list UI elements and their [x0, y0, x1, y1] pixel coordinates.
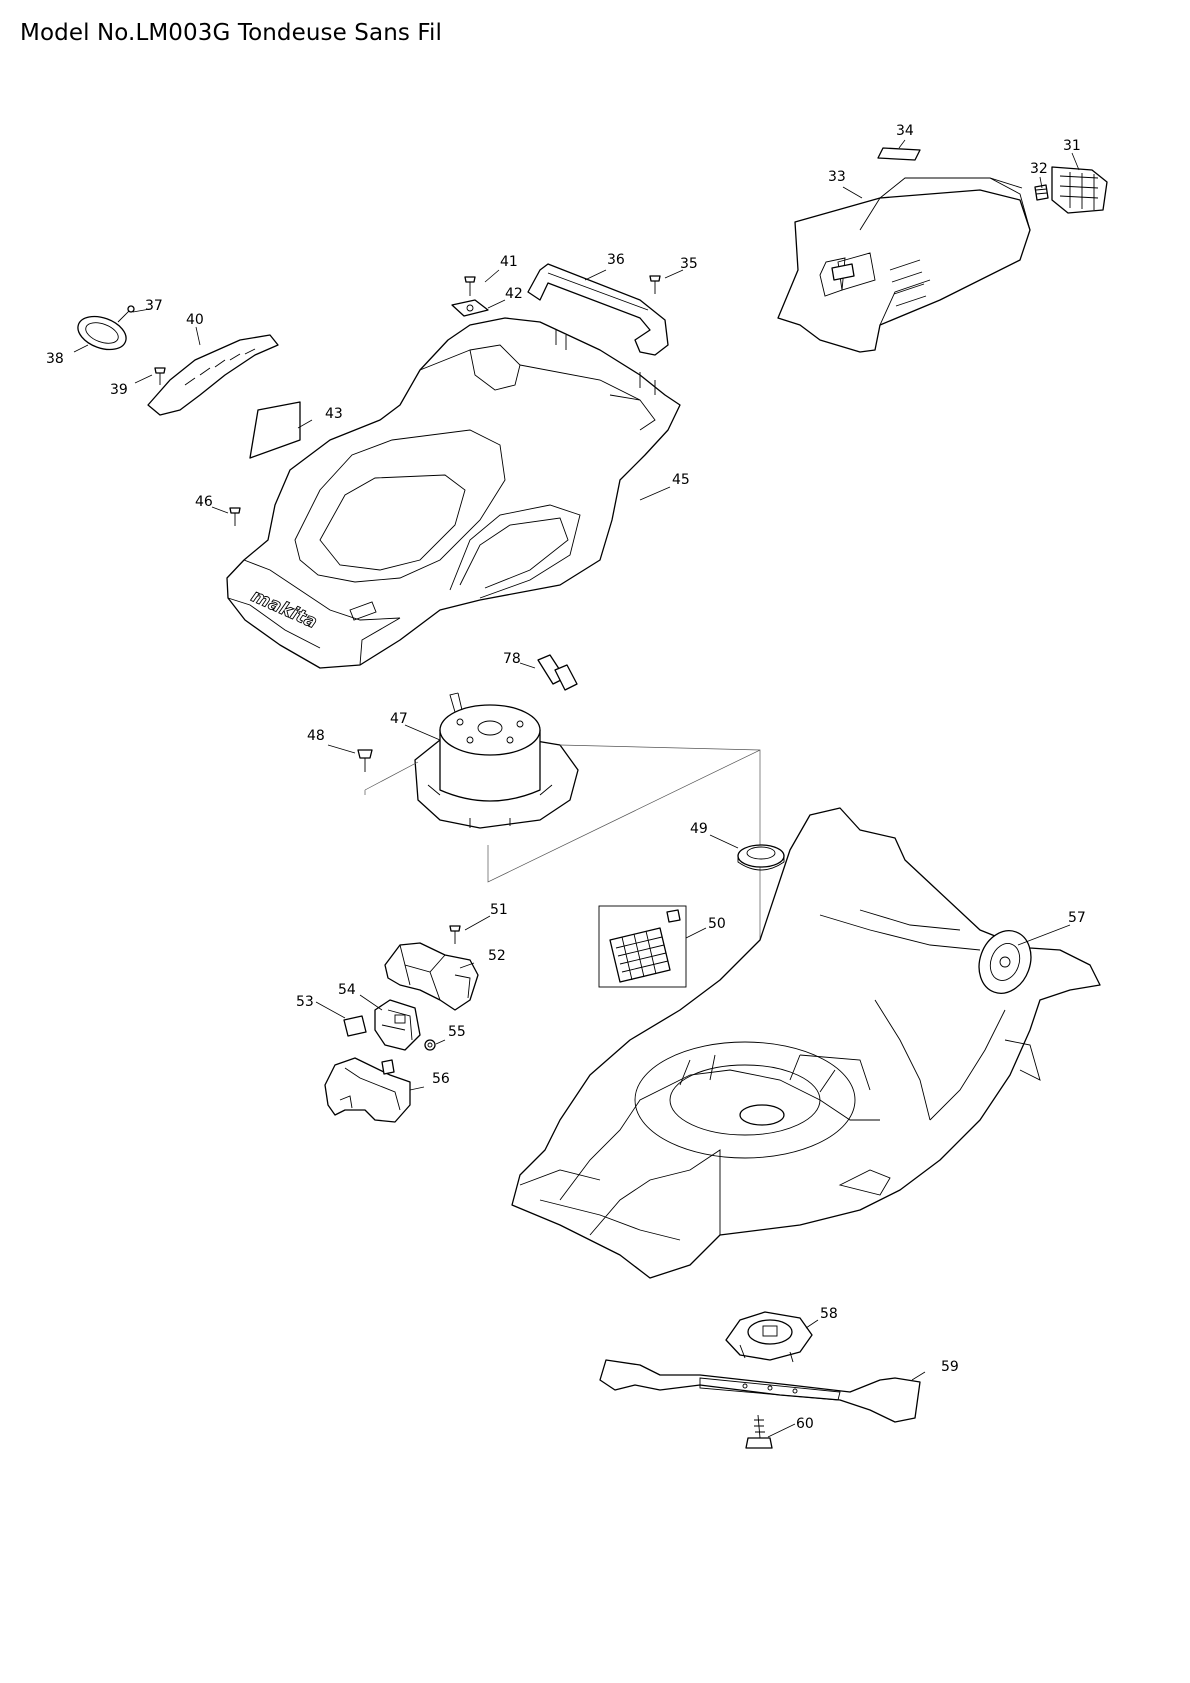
callout-numbers: 31 32 33 34 35 36 37 38 39 40 41 42 43 4… — [46, 123, 1086, 1432]
callout-31: 31 — [1063, 138, 1081, 154]
spring-part[interactable] — [1034, 184, 1049, 201]
callout-57: 57 — [1068, 910, 1086, 926]
assembly-guide-lines — [364, 744, 761, 1120]
screw-46-part[interactable] — [229, 507, 241, 526]
callout-46: 46 — [195, 494, 213, 510]
blade-bolt-60-part[interactable] — [745, 1414, 773, 1449]
upper-housing-part[interactable]: makita — [226, 317, 681, 669]
lower-deck-part[interactable] — [511, 807, 1101, 1279]
leader-lines — [73, 139, 1080, 1438]
screw-39-part[interactable] — [154, 367, 166, 385]
callout-51: 51 — [490, 902, 508, 918]
callout-38: 38 — [46, 351, 64, 367]
callout-78: 78 — [503, 651, 521, 667]
callout-32: 32 — [1030, 161, 1048, 177]
callout-42: 42 — [505, 286, 523, 302]
callout-52: 52 — [488, 948, 506, 964]
mower-blade-59-part[interactable] — [599, 1359, 921, 1423]
bushing-78-part[interactable] — [537, 654, 578, 691]
callout-55: 55 — [448, 1024, 466, 1040]
callout-43: 43 — [325, 406, 343, 422]
clip-42-part[interactable] — [451, 299, 489, 317]
label-34-part[interactable] — [877, 147, 921, 161]
switch-cover-56-part[interactable] — [324, 1057, 411, 1123]
callout-48: 48 — [307, 728, 325, 744]
screw-48-part[interactable] — [357, 749, 373, 772]
filter-50-part[interactable] — [598, 905, 687, 988]
battery-cover-part[interactable] — [777, 177, 1031, 353]
callout-53: 53 — [296, 994, 314, 1010]
screw-51-part[interactable] — [449, 925, 461, 944]
callout-36: 36 — [607, 252, 625, 268]
callout-41: 41 — [500, 254, 518, 270]
callout-56: 56 — [432, 1071, 450, 1087]
callout-59: 59 — [941, 1359, 959, 1375]
callout-49: 49 — [690, 821, 708, 837]
switch-54-part[interactable] — [374, 999, 421, 1051]
callout-39: 39 — [110, 382, 128, 398]
switch-housing-52-part[interactable] — [384, 942, 479, 1011]
screw-35-part[interactable] — [649, 275, 661, 294]
page-title: Model No.LM003G Tondeuse Sans Fil — [20, 20, 443, 46]
carry-handle-part[interactable] — [527, 263, 669, 356]
handle-cover-part[interactable] — [147, 334, 279, 416]
terminal-block-part[interactable] — [1051, 166, 1108, 214]
callout-33: 33 — [828, 169, 846, 185]
callout-45: 45 — [672, 472, 690, 488]
knob-38-part[interactable] — [73, 310, 130, 355]
screw-41-part[interactable] — [464, 276, 476, 296]
callout-47: 47 — [390, 711, 408, 727]
callout-40: 40 — [186, 312, 204, 328]
seal-ring-part[interactable] — [737, 844, 785, 871]
cushion-53-part[interactable] — [343, 1015, 367, 1037]
blade-holder-58-part[interactable] — [725, 1311, 813, 1363]
callout-37: 37 — [145, 298, 163, 314]
callout-60: 60 — [796, 1416, 814, 1432]
callout-54: 54 — [338, 982, 356, 998]
callout-50: 50 — [708, 916, 726, 932]
motor-part[interactable] — [414, 692, 579, 829]
sticker-43-part[interactable] — [249, 401, 301, 459]
nut-55-part[interactable] — [424, 1039, 436, 1051]
pin-37-part[interactable] — [117, 305, 135, 323]
callout-35: 35 — [680, 256, 698, 272]
callout-34: 34 — [896, 123, 914, 139]
callout-58: 58 — [820, 1306, 838, 1322]
